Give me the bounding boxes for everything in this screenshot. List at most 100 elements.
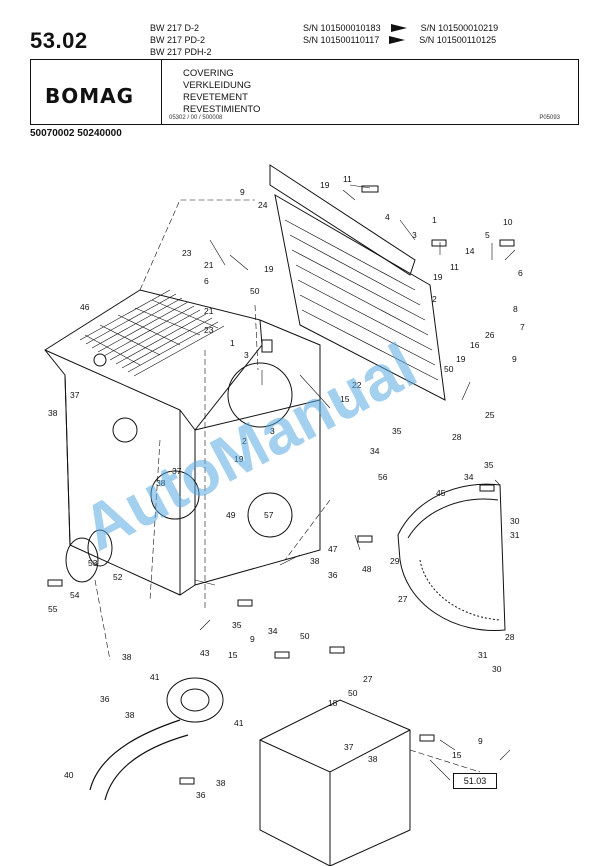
callout-3: 3 — [412, 230, 417, 240]
callout-29: 27 — [398, 594, 408, 604]
callout-49b: 50 — [348, 688, 358, 698]
callout-47: 49 — [226, 510, 236, 520]
title-es: REVESTIMIENTO — [183, 104, 261, 115]
callout-35c: 36 — [196, 790, 206, 800]
exploded-diagram: 11 19 4 1 10 3 5 14 11 6 19 8 7 2 26 16 … — [44, 164, 525, 866]
page-number: 53.02 — [30, 28, 88, 53]
callout-2b: 2 — [242, 436, 247, 446]
right-arrow-icon — [389, 36, 406, 44]
callout-54: 40 — [64, 770, 74, 780]
callout-11: 10 — [503, 217, 513, 227]
callout-31: 29 — [390, 556, 400, 566]
serial-range-2: S/N 101500110117 S/N 101500110125 — [303, 34, 496, 46]
callout-34b: 35 — [484, 460, 494, 470]
title-fr: REVETEMENT — [183, 92, 248, 103]
bottom-box-shape — [259, 699, 411, 866]
callout-50: 52 — [113, 572, 123, 582]
callout-40e: 38 — [125, 710, 135, 720]
callout-22b: 19 — [433, 272, 443, 282]
right-arrow-icon — [390, 24, 407, 32]
page-reference-box[interactable]: 51.03 — [453, 773, 497, 789]
callout-48b: 50 — [250, 286, 260, 296]
callout-55: 41 — [150, 672, 160, 682]
serial-range-1: S/N 101500010183 S/N 101500010219 — [303, 22, 498, 34]
title-de: VERKLEIDUNG — [183, 80, 252, 91]
callout-14: 14 — [465, 246, 475, 256]
bomag-logo: BOMAG — [45, 84, 135, 108]
callout-9: 9 — [250, 634, 255, 644]
serial-to-1: S/N 101500010219 — [420, 23, 499, 33]
callout-48: 50 — [444, 364, 454, 374]
callout-16c: 15 — [452, 750, 462, 760]
callout-3c: 3 — [270, 426, 275, 436]
callout-9b: 9 — [478, 736, 483, 746]
serial-to-2: S/N 101500110125 — [419, 35, 497, 45]
callout-43: 46 — [80, 302, 90, 312]
callout-52: 54 — [70, 590, 80, 600]
callout-7: 7 — [520, 322, 525, 332]
title-block: BOMAG COVERING VERKLEIDUNG REVETEMENT RE… — [30, 59, 579, 125]
callout-16: 15 — [340, 394, 350, 404]
callout-36: 37 — [70, 390, 80, 400]
callout-39: 34 — [370, 446, 380, 456]
callout-40b: 38 — [156, 478, 166, 488]
callout-1: 1 — [432, 215, 437, 225]
callout-37: 30 — [510, 516, 520, 526]
callout-18: 18 — [328, 698, 338, 708]
callout-42: 45 — [436, 488, 446, 498]
section-titles: COVERING VERKLEIDUNG REVETEMENT REVESTIM… — [183, 68, 260, 116]
callout-34: 35 — [392, 426, 402, 436]
callout-10b: 9 — [240, 187, 245, 197]
model-list: BW 217 D-2 BW 217 PD-2 BW 217 PDH-2 — [150, 22, 212, 58]
callout-38b: 31 — [478, 650, 488, 660]
callout-19: 22 — [352, 380, 362, 390]
serial-from-1: S/N 101500010183 — [303, 23, 381, 33]
callout-39c: 34 — [268, 626, 278, 636]
callout-21: 21 — [204, 260, 214, 270]
callout-22c: 19 — [456, 354, 466, 364]
callout-45: 47 — [328, 544, 338, 554]
callout-5: 5 — [485, 230, 490, 240]
assembly-lines — [94, 199, 481, 773]
callout-38: 31 — [510, 530, 520, 540]
callout-34c: 35 — [232, 620, 242, 630]
serial-from-2: S/N 101500110117 — [303, 35, 380, 45]
callout-41: 43 — [200, 648, 210, 658]
callout-40g: 38 — [368, 754, 378, 764]
callout-6: 6 — [518, 268, 523, 278]
callout-22d: 19 — [264, 264, 274, 274]
callout-40: 38 — [48, 408, 58, 418]
ring-shape — [65, 529, 113, 583]
callout-3b: 3 — [244, 350, 249, 360]
callout-40c: 38 — [310, 556, 320, 566]
callout-15: 16 — [470, 340, 480, 350]
callout-36b: 37 — [172, 466, 182, 476]
callout-49: 50 — [300, 631, 310, 641]
callout-51: 53 — [88, 558, 98, 568]
logo-cell: BOMAG — [31, 60, 162, 124]
callout-23b: 23 — [204, 325, 214, 335]
model-1: BW 217 D-2 — [150, 23, 200, 33]
side-panel-shape — [269, 164, 446, 401]
callout-23: 23 — [182, 248, 192, 258]
callout-33: 30 — [492, 664, 502, 674]
document-code: 05302 / 00 / 500008 — [169, 115, 223, 121]
callout-6b: 6 — [204, 276, 209, 286]
callout-21b: 21 — [204, 306, 214, 316]
callout-8: 8 — [513, 304, 518, 314]
callout-30: 28 — [505, 632, 515, 642]
callout-24: 24 — [258, 200, 268, 210]
model-2: BW 217 PD-2 — [150, 35, 206, 45]
callout-10: 9 — [512, 354, 517, 364]
title-en: COVERING — [183, 68, 234, 79]
hose-shape — [89, 677, 224, 801]
figure-code: P05093 — [539, 115, 560, 121]
callout-12: 11 — [343, 174, 352, 184]
callout-40f: 38 — [216, 778, 226, 788]
callout-4: 4 — [385, 212, 390, 222]
callout-12b: 11 — [450, 262, 459, 272]
callout-36c: 37 — [344, 742, 354, 752]
part-numbers: 50070002 50240000 — [30, 128, 122, 139]
callout-56: 56 — [378, 472, 388, 482]
callout-35: 36 — [328, 570, 338, 580]
